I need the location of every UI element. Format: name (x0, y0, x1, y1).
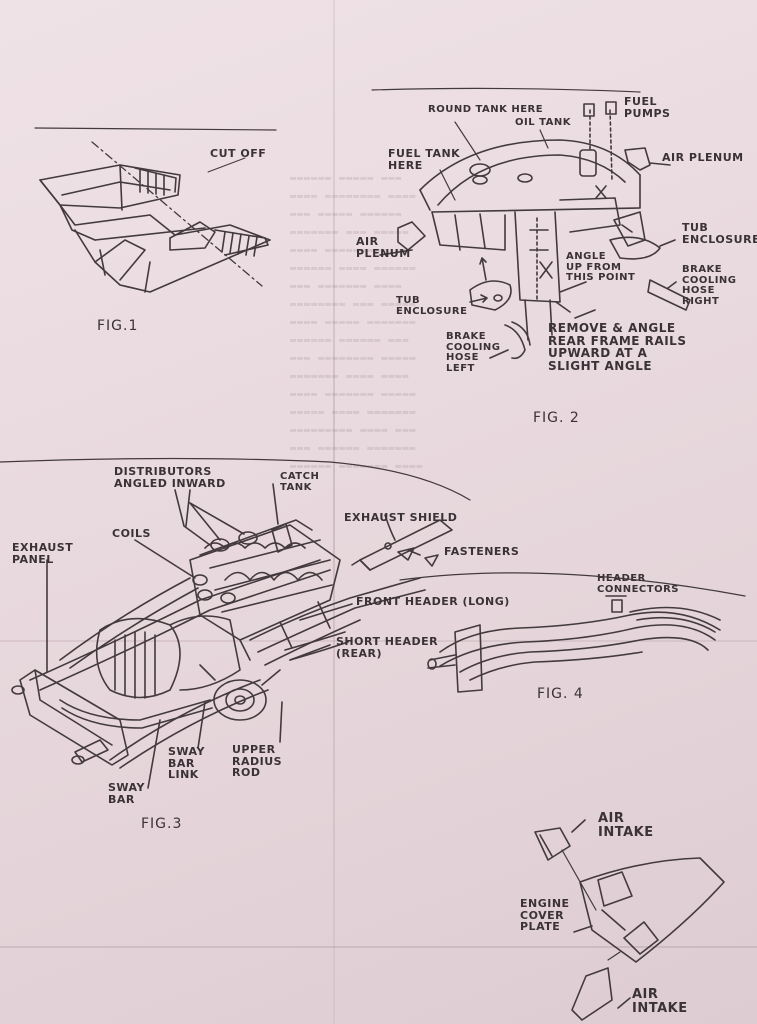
fig3-drawing (0, 457, 471, 789)
label-air-plenum-left: AIR PLENUM (356, 235, 411, 260)
label-oil-tank: OIL TANK (515, 117, 571, 128)
label-engine-cover-plate: ENGINE COVER PLATE (520, 897, 570, 934)
label-air-intake-bottom: AIR INTAKE (632, 987, 688, 1016)
label-brake-hose-left: BRAKE COOLING HOSE LEFT (446, 331, 501, 374)
label-tub-enclosure-left: TUB ENCLOSURE (396, 295, 468, 317)
fig4-drawing (399, 572, 746, 693)
label-round-tank: ROUND TANK HERE (428, 104, 544, 115)
label-cut-off: CUT OFF (210, 147, 267, 160)
fig4-caption: FIG. 4 (537, 686, 584, 702)
label-air-plenum-right: AIR PLENUM (662, 151, 744, 164)
paper-fold-vertical (333, 0, 335, 1024)
label-upper-radius-rod: UPPER RADIUS ROD (232, 743, 283, 780)
label-header-connectors: HEADER CONNECTORS (597, 573, 679, 595)
fig2-caption: FIG. 2 (533, 410, 580, 426)
label-catch-tank: CATCH TANK (280, 471, 320, 493)
label-coils: COILS (112, 527, 151, 540)
label-short-header: SHORT HEADER (REAR) (336, 635, 439, 660)
label-sway-bar-link: SWAY BAR LINK (168, 745, 205, 782)
paper-fold-horizontal (0, 640, 757, 642)
label-fuel-pumps: FUEL PUMPS (624, 95, 671, 120)
label-exhaust-shield: EXHAUST SHIELD (344, 511, 458, 524)
paper-fold-horizontal-lower (0, 946, 757, 948)
fig5-drawing (534, 819, 725, 1021)
label-fuel-tank: FUEL TANK HERE (388, 147, 461, 172)
label-angle-up: ANGLE UP FROM THIS POINT (566, 251, 636, 283)
fig3-caption: FIG.3 (141, 816, 183, 832)
fig2-drawing (371, 87, 691, 360)
fig1-drawing (34, 127, 277, 293)
label-front-header: FRONT HEADER (LONG) (356, 595, 510, 608)
label-remove-angle: REMOVE & ANGLE REAR FRAME RAILS UPWARD A… (548, 321, 687, 373)
label-fasteners: FASTENERS (444, 545, 520, 558)
label-air-intake-top: AIR INTAKE (598, 811, 654, 840)
label-tub-enclosure-right: TUB ENCLOSURE (682, 221, 757, 246)
fig1-caption: FIG.1 (97, 318, 139, 334)
label-sway-bar: SWAY BAR (108, 781, 145, 806)
label-distributors: DISTRIBUTORS ANGLED INWARD (114, 465, 226, 490)
label-brake-hose-right: BRAKE COOLING HOSE RIGHT (682, 264, 737, 307)
label-exhaust-panel: EXHAUST PANEL (12, 541, 74, 566)
